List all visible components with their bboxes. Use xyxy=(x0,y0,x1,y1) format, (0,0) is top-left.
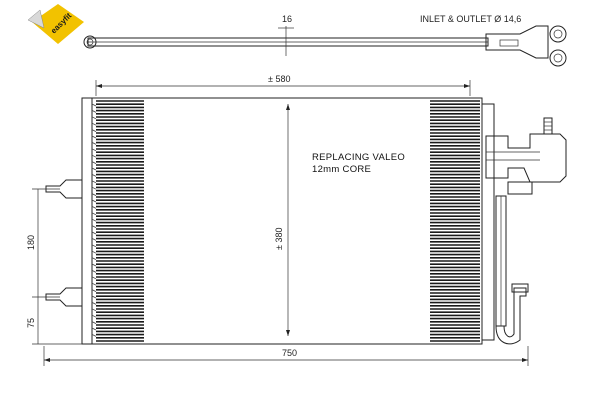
tube-end-markers xyxy=(91,103,97,337)
tube-end-tick xyxy=(91,314,97,318)
tube-end-tick xyxy=(91,193,97,196)
replacing-note-line1: REPLACING VALEO xyxy=(312,152,405,163)
inlet-outlet-label: INLET & OUTLET Ø 14,6 xyxy=(420,14,521,24)
mount-spacing-label: 180 xyxy=(26,235,36,250)
tube-end-tick xyxy=(91,257,97,260)
right-fin-region xyxy=(430,100,480,342)
tube-end-tick xyxy=(91,282,97,286)
connector-bracket xyxy=(499,39,519,47)
core-width-label: ± 580 xyxy=(268,74,290,84)
tube-end-tick xyxy=(91,263,97,267)
tube-end-tick xyxy=(91,250,97,254)
tube-end-tick xyxy=(91,122,97,126)
tube-end-tick xyxy=(91,302,97,305)
tube-end-tick xyxy=(91,270,97,273)
overall-width-arrow-right xyxy=(522,358,528,362)
tube-end-tick xyxy=(91,244,97,248)
core-height-arrow-bottom xyxy=(286,330,290,336)
tube-clamp-upper xyxy=(507,181,533,195)
inlet-port-inner xyxy=(553,29,563,39)
tube-end-tick xyxy=(91,295,97,299)
core-width-arrow-left xyxy=(96,84,102,88)
lower-pipe-bend xyxy=(495,287,527,345)
tube-end-tick xyxy=(91,110,97,113)
overall-width-dimension: 750 xyxy=(43,346,529,366)
outlet-port-inner xyxy=(553,53,563,63)
side-connector-block xyxy=(485,25,549,59)
tube-end-tick xyxy=(91,276,97,280)
overall-width-label: 750 xyxy=(282,348,297,358)
outer-frame xyxy=(81,97,483,345)
left-side-tank xyxy=(81,97,93,345)
tube-end-tick xyxy=(91,116,97,120)
side-profile-left-cap xyxy=(83,35,97,49)
right-side-fittings xyxy=(485,117,567,345)
tube-end-tick xyxy=(91,238,97,241)
core-height-label: ± 380 xyxy=(274,228,284,250)
left-mounting-brackets: 180 75 xyxy=(26,179,82,345)
core-width-dimension: ± 580 xyxy=(95,74,471,96)
tube-end-tick xyxy=(91,129,97,132)
core-width-arrow-right xyxy=(464,84,470,88)
inlet-port-circle xyxy=(549,25,567,43)
left-fin-region xyxy=(96,100,144,342)
side-profile-left-cap-inner xyxy=(86,38,94,46)
logo-diamond-shape xyxy=(32,4,84,44)
tube-end-tick xyxy=(91,206,97,209)
tube-end-tick xyxy=(91,142,97,145)
tube-end-tick xyxy=(91,167,97,171)
tube-end-tick xyxy=(91,161,97,164)
outlet-port-circle xyxy=(549,49,567,67)
tube-end-tick xyxy=(91,135,97,139)
core-height-arrow-top xyxy=(286,104,290,110)
tube-end-tick xyxy=(91,103,97,107)
tube-end-tick xyxy=(91,321,97,324)
top-side-view: 16 INLET & OUTLET Ø 14,6 xyxy=(83,14,567,67)
logo-triangle-shape xyxy=(27,9,45,29)
tube-end-tick xyxy=(91,174,97,177)
replacing-note-line2: 12mm CORE xyxy=(312,164,371,175)
lower-pipe-flange xyxy=(511,283,529,293)
tube-end-tick xyxy=(91,154,97,158)
tube-end-tick xyxy=(91,327,97,331)
tube-end-tick xyxy=(91,186,97,190)
tube-end-tick xyxy=(91,334,97,337)
right-side-tank xyxy=(481,103,495,341)
tube-end-tick xyxy=(91,212,97,216)
tube-end-tick xyxy=(91,225,97,228)
condenser-front-view: ± 380 REPLACING VALEO 12mm CORE xyxy=(81,97,495,345)
tube-end-tick xyxy=(91,180,97,184)
tube-end-tick xyxy=(91,308,97,312)
thickness-dim-label: 16 xyxy=(282,14,292,24)
tube-end-tick xyxy=(91,289,97,292)
easyfit-logo: easyfit xyxy=(27,4,84,44)
tube-end-tick xyxy=(91,199,97,203)
tube-end-tick xyxy=(91,218,97,222)
overall-width-arrow-left xyxy=(44,358,50,362)
upper-fitting-block xyxy=(485,133,567,183)
mount-offset-label: 75 xyxy=(26,318,36,328)
tube-end-tick xyxy=(91,148,97,152)
tube-end-tick xyxy=(91,231,97,235)
